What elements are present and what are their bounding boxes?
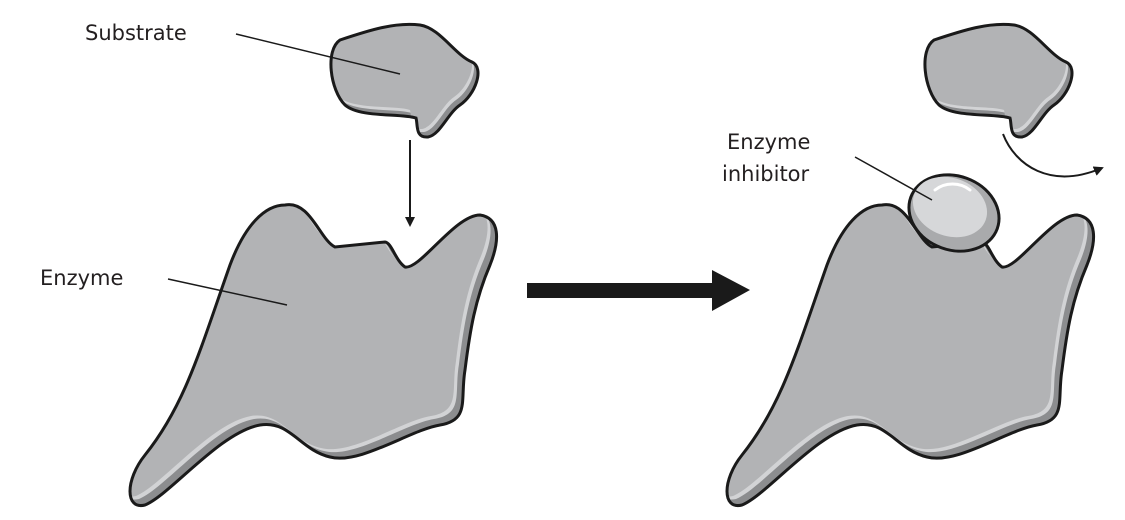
enzyme-shape-left [128, 203, 499, 508]
enzyme-label: Enzyme [40, 266, 123, 290]
inhibitor-label-line1: Enzyme [727, 130, 810, 154]
process-arrow [527, 270, 750, 311]
inhibitor-label-line2: inhibitor [722, 162, 810, 186]
enzyme-leader-line [167, 278, 288, 306]
inhibitor-leader-line [854, 156, 933, 201]
substrate-shape-right [923, 22, 1074, 139]
release-arrow [1002, 133, 1104, 178]
substrate-shape-left [329, 22, 480, 139]
enzyme-shape-right [725, 203, 1096, 508]
inhibitor-shape [907, 173, 1001, 253]
substrate-leader-line [235, 33, 401, 75]
substrate-label: Substrate [85, 21, 187, 45]
